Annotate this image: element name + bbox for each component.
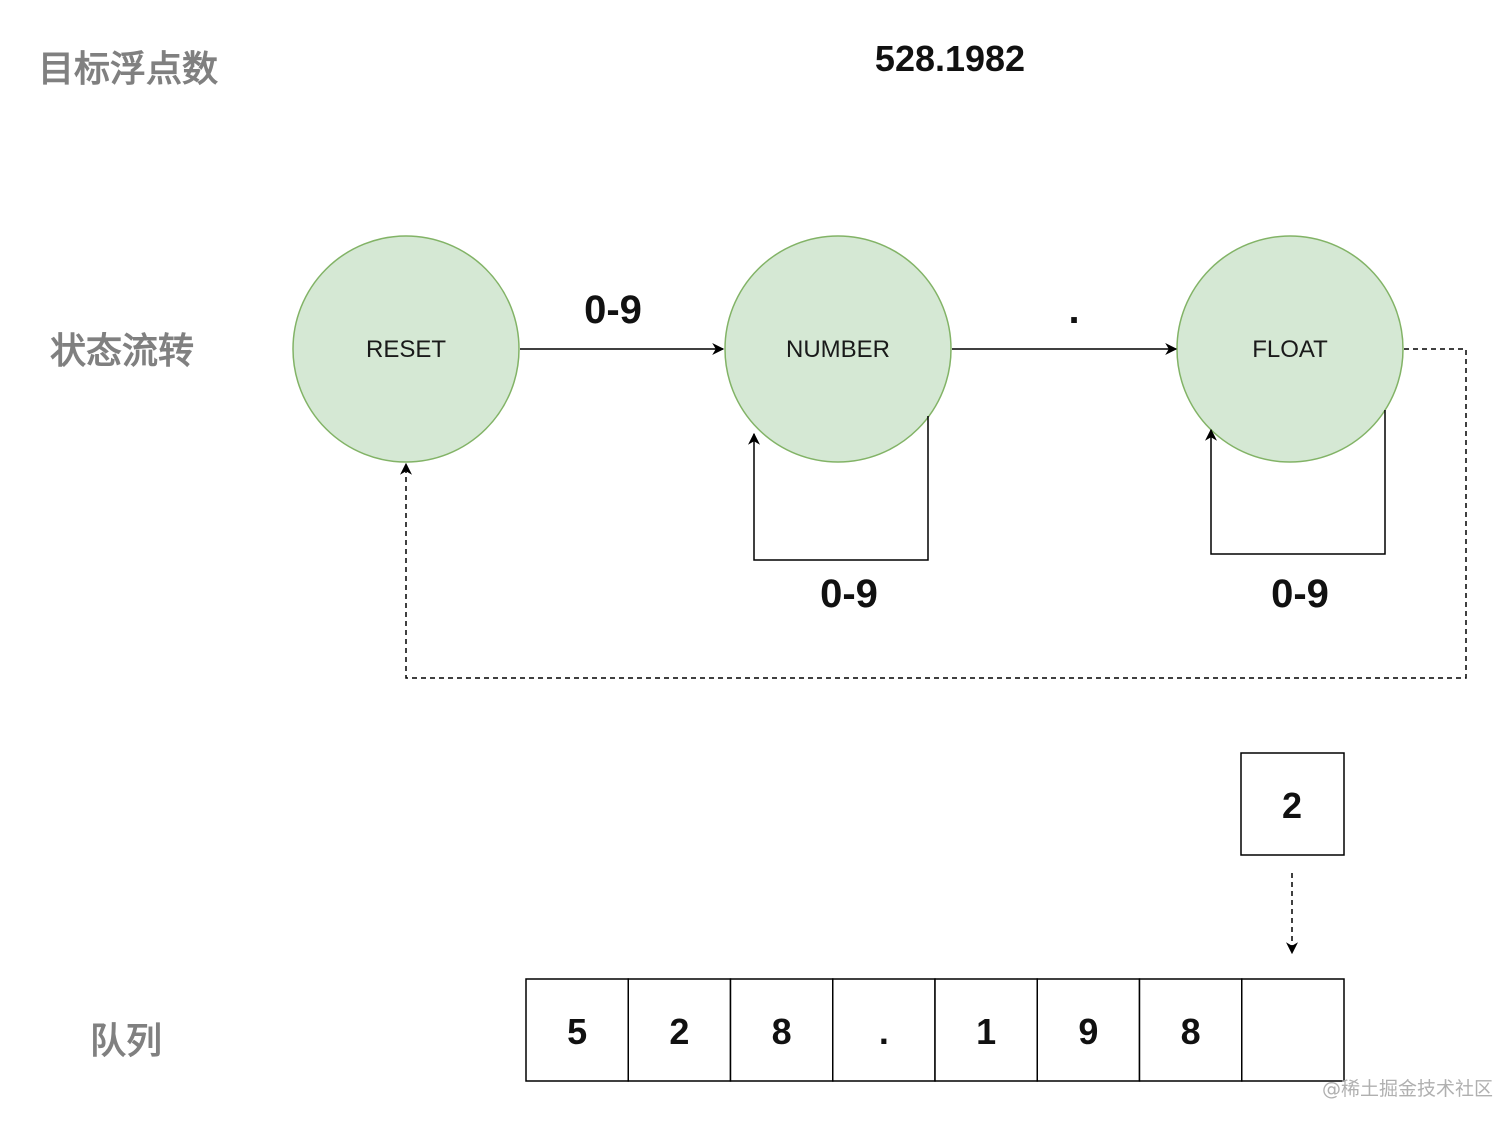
row-label-target-float: 目标浮点数	[38, 49, 219, 90]
state-number: NUMBER	[724, 235, 952, 463]
state-reset-label: RESET	[366, 336, 446, 363]
queue-cell: 5	[525, 978, 629, 1082]
incoming-char: 2	[1282, 785, 1302, 826]
queue-cell-value: 8	[1181, 1011, 1201, 1052]
edge-reset-to-number-label: 0-9	[584, 288, 642, 332]
queue-cell-value: 2	[669, 1011, 689, 1052]
queue-cell-value: 8	[772, 1011, 792, 1052]
queue-cell-value: .	[879, 1011, 889, 1052]
queue-cell: 8	[729, 978, 834, 1082]
row-label-queue: 队列	[90, 1021, 163, 1062]
watermark: @稀土掘金技术社区	[1322, 1078, 1494, 1100]
edge-float-self-loop	[1205, 410, 1386, 555]
edge-float-to-reset-dashed	[400, 348, 1467, 679]
queue-cell: 8	[1138, 978, 1243, 1082]
state-float: FLOAT	[1176, 235, 1404, 463]
queue-cell-value: 9	[1078, 1011, 1098, 1052]
queue-cell	[1241, 978, 1345, 1082]
edge-float-self-loop-label: 0-9	[1271, 572, 1329, 616]
queue-cell: 9	[1036, 978, 1141, 1082]
state-float-label: FLOAT	[1252, 336, 1328, 363]
row-label-state-flow: 状态流转	[50, 331, 195, 372]
edge-number-self-loop-label: 0-9	[820, 572, 878, 616]
state-number-label: NUMBER	[786, 336, 890, 363]
incoming-char-box: 2	[1240, 752, 1345, 856]
queue-cell: .	[832, 978, 936, 1082]
target-value: 528.1982	[874, 38, 1026, 79]
queue-cell-value: 1	[976, 1011, 996, 1052]
queue-cell-value: 5	[567, 1011, 587, 1052]
edge-number-to-float-label: .	[1068, 288, 1079, 332]
queue: 5 2 8. 1 9 8	[525, 978, 1345, 1082]
queue-cell: 2	[627, 978, 732, 1082]
edge-number-self-loop	[748, 416, 929, 561]
state-reset: RESET	[292, 235, 520, 463]
queue-cell: 1	[934, 978, 1038, 1082]
